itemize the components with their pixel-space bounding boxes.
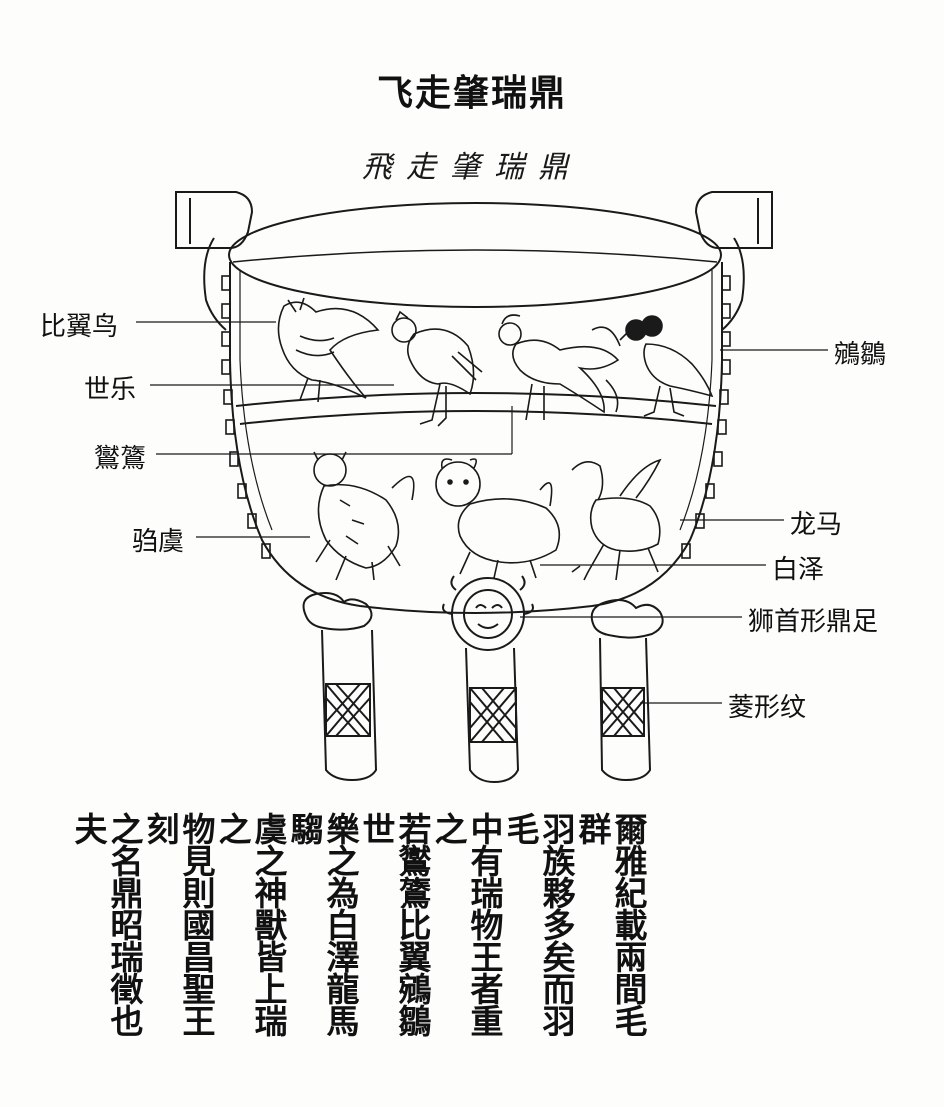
beast-zouyu xyxy=(313,451,415,581)
inscription-column: 羽族夥多矣而羽毛 xyxy=(501,812,576,1036)
label-yuanchu: 鵷鶵 xyxy=(834,340,887,370)
leader-lines xyxy=(136,321,828,704)
vertical-inscription: 爾雅紀載兩間毛群 羽族夥多矣而羽毛 中有瑞物王者重之 若鸑鷟比翼鵷鶵世 樂之為白… xyxy=(69,812,648,1062)
inscription-column: 虞之神獸皆上瑞之 xyxy=(213,812,288,1036)
label-biyiniao: 比翼鸟 xyxy=(40,312,119,342)
bird-yuanchu xyxy=(619,315,714,417)
vessel-rim xyxy=(228,202,722,308)
inscription-column: 爾雅紀載兩間毛群 xyxy=(573,812,648,1036)
upper-band-line xyxy=(235,392,717,407)
vessel-body xyxy=(229,262,723,614)
beast-longma xyxy=(571,458,662,581)
label-baize: 白泽 xyxy=(772,555,825,585)
right-foot xyxy=(590,599,664,782)
label-longma: 龙马 xyxy=(790,510,843,540)
bird-luanzhuo xyxy=(498,314,621,421)
bird-biyiniao xyxy=(277,297,380,403)
left-flange-notches xyxy=(221,275,271,559)
inscription-column: 若鸑鷟比翼鵷鶵世 xyxy=(357,812,432,1036)
label-luanzhuo: 鸑鷟 xyxy=(94,444,147,474)
seal-script-inscription: 飛走肇瑞鼎 xyxy=(362,150,582,185)
beast-baize xyxy=(435,458,561,579)
inscription-column: 之名鼎昭瑞徵也夫 xyxy=(69,812,144,1036)
label-lion-foot: 狮首形鼎足 xyxy=(748,607,879,637)
page-title: 飞走肇瑞鼎 xyxy=(376,73,567,114)
inscription-column: 中有瑞物王者重之 xyxy=(429,812,504,1036)
lower-band-line xyxy=(239,410,713,425)
inscription-column: 物見則國昌聖王刻 xyxy=(141,812,216,1036)
right-flange-notches xyxy=(681,275,731,559)
center-foot-lion-head xyxy=(442,575,534,784)
left-foot xyxy=(302,592,378,782)
label-zouyu: 驺虞 xyxy=(132,527,185,557)
label-shile: 世乐 xyxy=(84,375,137,405)
label-diamond-pattern: 菱形纹 xyxy=(728,693,807,723)
bird-shile xyxy=(391,310,483,427)
inscription-column: 樂之為白澤龍馬騶 xyxy=(285,812,360,1036)
right-handle xyxy=(694,191,773,331)
